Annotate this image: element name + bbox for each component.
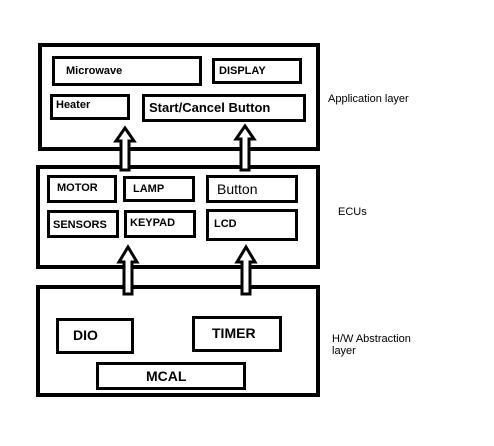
up-arrow-hw-to-ecus-right bbox=[234, 244, 258, 296]
hw-abstraction-layer-label-line1: H/W Abstraction bbox=[332, 333, 411, 345]
start-cancel-box bbox=[142, 94, 306, 122]
microwave-label: Microwave bbox=[66, 65, 123, 77]
dio-box bbox=[56, 318, 134, 354]
heater-box bbox=[50, 94, 130, 120]
heater-label: Heater bbox=[56, 99, 91, 111]
button-box bbox=[206, 175, 298, 203]
up-arrow-ecus-to-app-right bbox=[233, 123, 257, 172]
lamp-box bbox=[123, 176, 195, 202]
mcal-label: MCAL bbox=[146, 368, 187, 384]
lcd-box bbox=[206, 209, 298, 241]
application-layer-label: Application layer bbox=[328, 93, 409, 105]
display-box bbox=[212, 58, 302, 84]
hw-abstraction-layer-label-line2: layer bbox=[332, 345, 356, 357]
up-arrow-ecus-to-app-left bbox=[113, 125, 137, 172]
dio-label: DIO bbox=[73, 327, 98, 343]
keypad-box bbox=[124, 210, 196, 238]
microwave-box bbox=[52, 56, 202, 86]
timer-label: TIMER bbox=[212, 325, 256, 341]
button-label: Button bbox=[217, 181, 258, 197]
motor-label: MOTOR bbox=[57, 182, 98, 194]
ecus-layer-label: ECUs bbox=[338, 206, 367, 218]
start-cancel-label: Start/Cancel Button bbox=[149, 100, 271, 115]
timer-box bbox=[192, 316, 282, 352]
up-arrow-hw-to-ecus-left bbox=[116, 244, 140, 296]
mcal-box bbox=[96, 362, 246, 390]
display-label: DISPLAY bbox=[219, 65, 266, 77]
sensors-label: SENSORS bbox=[53, 219, 107, 231]
keypad-label: KEYPAD bbox=[130, 217, 176, 229]
lamp-label: LAMP bbox=[133, 183, 165, 195]
motor-box bbox=[47, 175, 117, 203]
sensors-box bbox=[47, 210, 119, 238]
lcd-label: LCD bbox=[214, 218, 237, 230]
